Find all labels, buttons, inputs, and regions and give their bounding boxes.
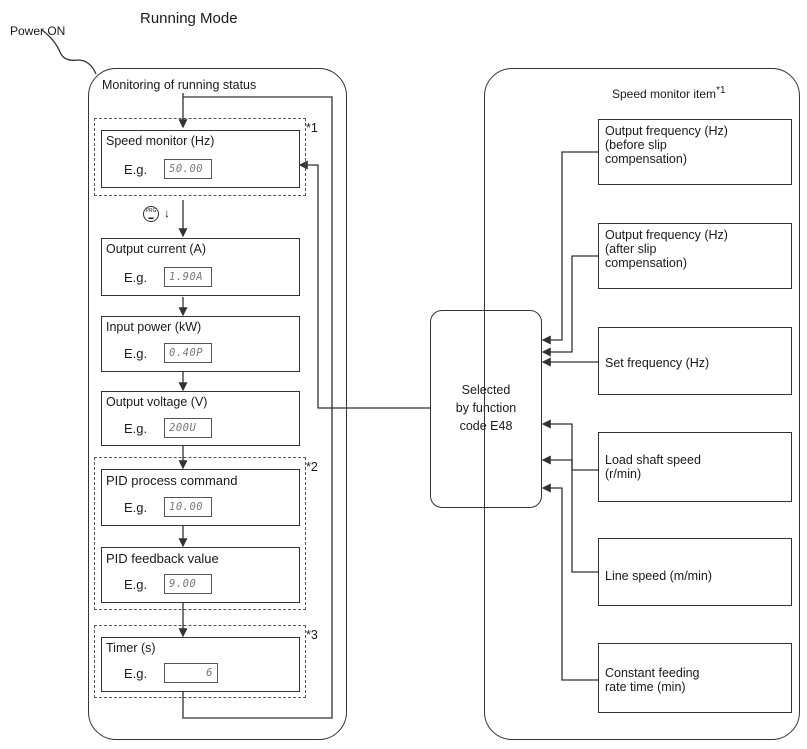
arrow-down-icon: ↓ [164, 206, 170, 220]
running-status-panel [88, 68, 347, 740]
lcd-display: 9.00 [164, 574, 212, 594]
output-frequency-before-slip-box: Output frequency (Hz) (before slip compe… [598, 119, 792, 185]
eg-label: E.g. [124, 666, 148, 681]
lcd-display: 50.00 [164, 159, 212, 179]
output-frequency-after-slip-box: Output frequency (Hz) (after slip compen… [598, 223, 792, 289]
speed-monitor-box: Speed monitor (Hz) E.g. 50.00 [101, 130, 300, 188]
timer-group [94, 625, 306, 698]
pid-feedback-value-box: PID feedback value E.g. 9.00 [101, 547, 300, 603]
eg-label: E.g. [124, 346, 148, 361]
speed-monitor-item-panel [484, 68, 800, 740]
constant-feeding-rate-box: Constant feeding rate time (min) [598, 643, 792, 713]
speed-monitor-item-title: Speed monitor item*1 [612, 85, 726, 101]
note-1-label: *1 [306, 121, 318, 135]
input-power-title: Input power (kW) [106, 320, 202, 334]
power-on-pointer [41, 29, 97, 75]
selector-feed-line [298, 160, 430, 409]
eg-label: E.g. [124, 421, 148, 436]
lcd-display: 10.00 [164, 497, 212, 517]
output-voltage-box: Output voltage (V) E.g. 200U [101, 391, 300, 446]
function-code-selector: Selected by function code E48 [430, 310, 542, 508]
pid-group [94, 457, 306, 610]
output-current-box: Output current (A) E.g. 1.90A [101, 238, 300, 296]
selector-line-1: Selected [461, 383, 511, 397]
timer-box: Timer (s) E.g. 6 [101, 637, 300, 692]
power-on-label: Power ON [10, 24, 66, 38]
prg-mode-key-icon: PRG▬ [143, 206, 159, 222]
timer-title: Timer (s) [106, 641, 156, 655]
load-shaft-speed-box: Load shaft speed (r/min) [598, 432, 792, 502]
line-speed-box: Line speed (m/min) [598, 538, 792, 606]
selector-line-2: by function [455, 401, 517, 415]
pid-feedback-value-title: PID feedback value [106, 551, 219, 566]
pid-process-command-title: PID process command [106, 473, 238, 488]
output-voltage-title: Output voltage (V) [106, 395, 208, 409]
lcd-display: 1.90A [164, 267, 212, 287]
lcd-display: 200U [164, 418, 212, 438]
input-power-box: Input power (kW) E.g. 0.40P [101, 316, 300, 372]
lcd-display: 6 [164, 663, 218, 683]
speed-monitor-group [94, 118, 306, 196]
pid-process-command-box: PID process command E.g. 10.00 [101, 469, 300, 526]
note-3-label: *3 [306, 628, 318, 642]
output-current-title: Output current (A) [106, 242, 207, 256]
running-mode-title: Running Mode [140, 10, 238, 27]
note-2-label: *2 [306, 460, 318, 474]
set-frequency-box: Set frequency (Hz) [598, 327, 792, 395]
selector-line-3: code E48 [459, 419, 513, 433]
speed-monitor-title: Speed monitor (Hz) [106, 134, 215, 148]
eg-label: E.g. [124, 577, 148, 592]
eg-label: E.g. [124, 162, 148, 177]
eg-label: E.g. [124, 270, 148, 285]
lcd-display: 0.40P [164, 343, 212, 363]
monitoring-title: Monitoring of running status [102, 78, 257, 92]
eg-label: E.g. [124, 500, 148, 515]
